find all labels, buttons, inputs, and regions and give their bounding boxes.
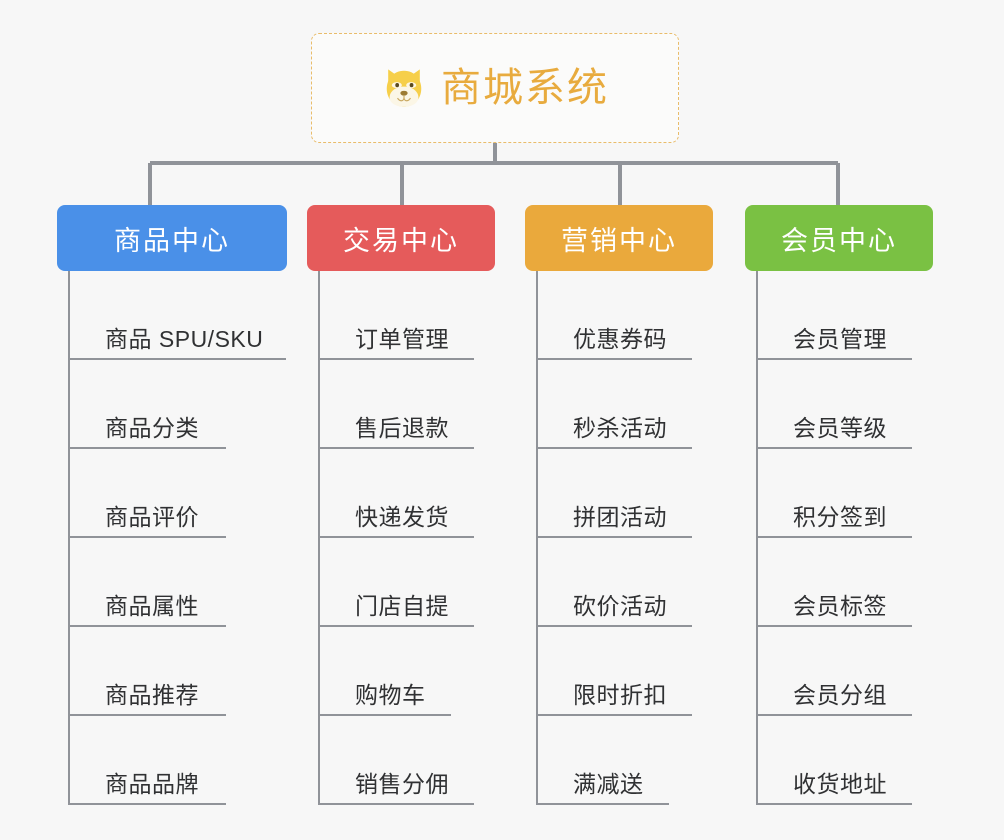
leaf-label: 商品 SPU/SKU <box>105 326 264 352</box>
branch-column-4: 会员中心 会员管理 会员等级 积分签到 会员标签 会员分组 <box>745 205 933 805</box>
root-title: 商城系统 <box>441 66 609 110</box>
leaf-underline <box>536 714 692 716</box>
branch-trunk-line <box>68 271 70 805</box>
leaf-underline <box>68 447 226 449</box>
leaf-label: 快递发货 <box>355 504 449 530</box>
leaf-label: 积分签到 <box>793 504 887 530</box>
branch-column-2: 交易中心 订单管理 售后退款 快递发货 门店自提 购物车 <box>307 205 495 805</box>
leaf-underline <box>536 625 692 627</box>
branch-leaf-list-4: 会员管理 会员等级 积分签到 会员标签 会员分组 收货地址 <box>745 271 933 805</box>
leaf-item[interactable]: 会员管理 <box>756 271 933 360</box>
leaf-item[interactable]: 销售分佣 <box>318 716 495 805</box>
branch-head-product-center[interactable]: 商品中心 <box>57 205 287 271</box>
leaf-item[interactable]: 会员等级 <box>756 360 933 449</box>
leaf-underline <box>318 714 451 716</box>
leaf-label: 销售分佣 <box>355 771 449 797</box>
leaf-label: 砍价活动 <box>573 593 667 619</box>
leaf-item[interactable]: 商品推荐 <box>68 627 287 716</box>
branch-trunk-line <box>318 271 320 805</box>
leaf-label: 购物车 <box>355 682 426 708</box>
leaf-underline <box>536 803 669 805</box>
branch-column-1: 商品中心 商品 SPU/SKU 商品分类 商品评价 商品属性 商品推荐 <box>57 205 287 805</box>
branch-head-label: 会员中心 <box>781 225 897 256</box>
branch-column-3: 营销中心 优惠券码 秒杀活动 拼团活动 砍价活动 限时折扣 <box>525 205 713 805</box>
leaf-label: 秒杀活动 <box>573 415 667 441</box>
leaf-label: 门店自提 <box>355 593 449 619</box>
leaf-label: 会员等级 <box>793 415 887 441</box>
leaf-label: 商品分类 <box>105 415 199 441</box>
leaf-underline <box>756 358 912 360</box>
leaf-label: 会员分组 <box>793 682 887 708</box>
leaf-label: 满减送 <box>573 771 644 797</box>
leaf-item[interactable]: 会员分组 <box>756 627 933 716</box>
leaf-label: 会员标签 <box>793 593 887 619</box>
leaf-item[interactable]: 购物车 <box>318 627 495 716</box>
leaf-item[interactable]: 订单管理 <box>318 271 495 360</box>
leaf-item[interactable]: 会员标签 <box>756 538 933 627</box>
leaf-item[interactable]: 商品 SPU/SKU <box>68 271 287 360</box>
leaf-underline <box>318 625 474 627</box>
leaf-item[interactable]: 商品评价 <box>68 449 287 538</box>
root-node[interactable]: 商城系统 <box>311 33 679 143</box>
leaf-label: 售后退款 <box>355 415 449 441</box>
branch-head-marketing-center[interactable]: 营销中心 <box>525 205 713 271</box>
leaf-item[interactable]: 限时折扣 <box>536 627 713 716</box>
leaf-underline <box>68 358 286 360</box>
branch-head-label: 交易中心 <box>343 225 459 256</box>
branch-trunk-line <box>536 271 538 805</box>
leaf-item[interactable]: 优惠券码 <box>536 271 713 360</box>
dog-face-icon <box>386 69 422 107</box>
leaf-underline <box>318 447 474 449</box>
leaf-underline <box>68 714 226 716</box>
branch-leaf-list-3: 优惠券码 秒杀活动 拼团活动 砍价活动 限时折扣 满减送 <box>525 271 713 805</box>
leaf-label: 商品推荐 <box>105 682 199 708</box>
leaf-label: 拼团活动 <box>573 504 667 530</box>
leaf-item[interactable]: 商品属性 <box>68 538 287 627</box>
leaf-underline <box>536 358 692 360</box>
leaf-item[interactable]: 秒杀活动 <box>536 360 713 449</box>
leaf-underline <box>68 536 226 538</box>
leaf-item[interactable]: 快递发货 <box>318 449 495 538</box>
leaf-item[interactable]: 拼团活动 <box>536 449 713 538</box>
branch-trunk-line <box>756 271 758 805</box>
branch-head-member-center[interactable]: 会员中心 <box>745 205 933 271</box>
leaf-label: 优惠券码 <box>573 326 667 352</box>
leaf-label: 商品品牌 <box>105 771 199 797</box>
leaf-item[interactable]: 收货地址 <box>756 716 933 805</box>
leaf-label: 收货地址 <box>793 771 887 797</box>
leaf-underline <box>756 447 912 449</box>
leaf-label: 限时折扣 <box>573 682 667 708</box>
leaf-item[interactable]: 砍价活动 <box>536 538 713 627</box>
branch-leaf-list-1: 商品 SPU/SKU 商品分类 商品评价 商品属性 商品推荐 商品品牌 <box>57 271 287 805</box>
leaf-underline <box>318 358 474 360</box>
leaf-item[interactable]: 售后退款 <box>318 360 495 449</box>
leaf-item[interactable]: 商品品牌 <box>68 716 287 805</box>
branch-leaf-list-2: 订单管理 售后退款 快递发货 门店自提 购物车 销售分佣 <box>307 271 495 805</box>
leaf-underline <box>68 803 226 805</box>
leaf-label: 商品评价 <box>105 504 199 530</box>
branch-head-trade-center[interactable]: 交易中心 <box>307 205 495 271</box>
leaf-item[interactable]: 积分签到 <box>756 449 933 538</box>
leaf-underline <box>68 625 226 627</box>
leaf-item[interactable]: 门店自提 <box>318 538 495 627</box>
branch-head-label: 营销中心 <box>561 225 677 256</box>
leaf-underline <box>318 803 474 805</box>
leaf-underline <box>536 536 692 538</box>
leaf-label: 会员管理 <box>793 326 887 352</box>
leaf-item[interactable]: 满减送 <box>536 716 713 805</box>
leaf-label: 订单管理 <box>355 326 449 352</box>
branch-head-label: 商品中心 <box>114 225 230 256</box>
leaf-label: 商品属性 <box>105 593 199 619</box>
leaf-underline <box>756 714 912 716</box>
leaf-underline <box>318 536 474 538</box>
leaf-underline <box>756 536 912 538</box>
leaf-underline <box>756 803 912 805</box>
leaf-underline <box>536 447 692 449</box>
leaf-underline <box>756 625 912 627</box>
leaf-item[interactable]: 商品分类 <box>68 360 287 449</box>
